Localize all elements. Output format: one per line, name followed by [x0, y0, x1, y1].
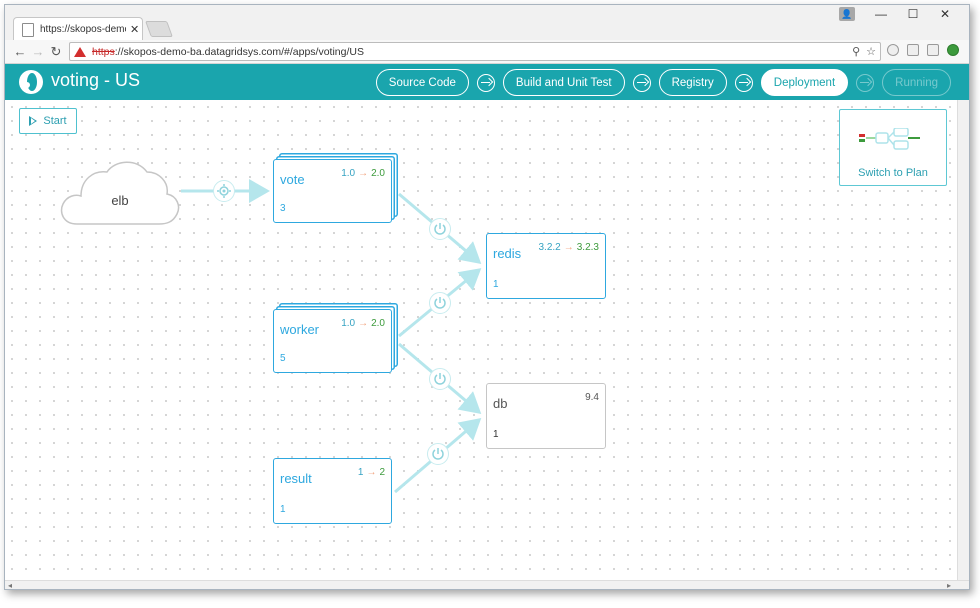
pipeline-stages: Source Code Build and Unit Test Registry…: [375, 69, 951, 96]
elb-label: elb: [111, 193, 129, 208]
window-controls: 👤 — ☐ ✕: [839, 7, 961, 21]
tab-close-icon[interactable]: ✕: [130, 24, 140, 36]
tab-title: https://skopos-demo-ba: [40, 24, 126, 35]
node-result[interactable]: result 1→2 1: [273, 458, 392, 524]
app-title: voting - US: [51, 70, 141, 90]
address-bar[interactable]: https ://skopos-demo-ba.datagridsys.com/…: [69, 42, 881, 61]
arrow-right-icon: [476, 73, 495, 92]
arrow-right-icon: [632, 73, 651, 92]
forward-icon[interactable]: →: [31, 44, 45, 59]
stage-build-and-unit-test[interactable]: Build and Unit Test: [502, 69, 625, 96]
version-arrow-icon: →: [358, 318, 369, 329]
close-window-button[interactable]: ✕: [939, 7, 951, 21]
back-icon[interactable]: ←: [13, 44, 27, 59]
browser-window: https://skopos-demo-ba ✕ 👤 — ☐ ✕ ← → ↻ h…: [4, 4, 970, 590]
stage-source-code[interactable]: Source Code: [375, 69, 469, 96]
version-new: 2.0: [371, 168, 385, 179]
version-new: 2.0: [371, 318, 385, 329]
version-change: 1→2: [358, 467, 385, 478]
minimize-button[interactable]: —: [875, 7, 887, 21]
stage-registry[interactable]: Registry: [658, 69, 727, 96]
logo-icon: [19, 70, 43, 94]
key-icon[interactable]: ⚲: [852, 46, 861, 58]
node-name: redis: [493, 246, 522, 261]
scroll-left-icon[interactable]: ◂: [8, 581, 13, 590]
node-name: worker: [280, 322, 320, 337]
extension-icon[interactable]: [887, 44, 899, 56]
node-db[interactable]: db 9.4 1: [486, 383, 606, 449]
version-change: 1.0→2.0: [341, 318, 385, 329]
arrow-right-icon: [734, 73, 753, 92]
vertical-scrollbar[interactable]: [957, 100, 969, 580]
app-header: voting - US Source Code Build and Unit T…: [5, 64, 969, 100]
version-arrow-icon: →: [563, 242, 574, 253]
start-button[interactable]: Start: [19, 108, 77, 134]
warning-icon: [74, 46, 86, 57]
switch-to-plan-button[interactable]: Switch to Plan: [839, 109, 947, 186]
url-scheme: https: [92, 45, 115, 58]
node-vote[interactable]: vote 1.0→2.0 3: [273, 159, 392, 223]
scroll-right-icon[interactable]: ▸: [946, 581, 951, 590]
maximize-button[interactable]: ☐: [907, 7, 919, 21]
instance-count: 1: [280, 504, 286, 515]
instance-count: 1: [493, 279, 499, 290]
url-text: ://skopos-demo-ba.datagridsys.com/#/apps…: [114, 45, 364, 58]
extension-icon[interactable]: [947, 44, 959, 56]
stage-running[interactable]: Running: [882, 69, 951, 96]
new-tab-button[interactable]: [145, 21, 173, 37]
arrow-right-icon: [856, 73, 875, 92]
power-toggle-icon[interactable]: [429, 292, 451, 314]
extensions: [887, 44, 959, 56]
settings-gear-icon[interactable]: [213, 180, 235, 202]
instance-count: 3: [280, 203, 286, 214]
version-arrow-icon: →: [366, 467, 377, 478]
power-toggle-icon[interactable]: [429, 368, 451, 390]
version-label: 9.4: [585, 392, 599, 403]
version-arrow-icon: →: [358, 168, 369, 179]
extension-icon[interactable]: [927, 44, 939, 56]
plan-icon: [859, 128, 920, 150]
profile-icon[interactable]: 👤: [839, 7, 855, 21]
page-icon: [22, 22, 34, 37]
start-label: Start: [43, 115, 67, 127]
version-change: 3.2.2→3.2.3: [539, 242, 600, 253]
browser-toolbar: ← → ↻ https ://skopos-demo-ba.datagridsy…: [5, 40, 969, 64]
node-name: result: [280, 471, 312, 486]
node-redis[interactable]: redis 3.2.2→3.2.3 1: [486, 233, 606, 299]
version-change: 1.0→2.0: [341, 168, 385, 179]
version-old: 1.0: [341, 168, 356, 179]
extension-icon[interactable]: [907, 44, 919, 56]
reload-icon[interactable]: ↻: [50, 43, 62, 59]
node-name: db: [493, 396, 508, 411]
version-old: 1: [357, 467, 364, 478]
version-old: 3.2.2: [538, 242, 561, 253]
instance-count: 1: [493, 429, 499, 440]
play-icon: [29, 116, 38, 126]
tab-strip: https://skopos-demo-ba ✕ 👤 — ☐ ✕: [5, 5, 969, 41]
version-old: 1.0: [341, 318, 356, 329]
node-worker[interactable]: worker 1.0→2.0 5: [273, 309, 392, 373]
deployment-canvas: Start Switch to Plan elb: [5, 100, 969, 580]
elb-cloud-icon[interactable]: [59, 158, 181, 226]
browser-tab[interactable]: https://skopos-demo-ba ✕: [13, 17, 143, 41]
version-new: 2: [379, 467, 385, 478]
node-name: vote: [280, 172, 305, 187]
power-toggle-icon[interactable]: [429, 218, 451, 240]
switch-to-plan-label: Switch to Plan: [858, 167, 928, 179]
horizontal-scrollbar[interactable]: ◂ ▸: [5, 580, 969, 590]
bookmark-star-icon[interactable]: ☆: [866, 46, 876, 58]
version-current: 9.4: [585, 392, 599, 403]
version-new: 3.2.3: [576, 242, 599, 253]
instance-count: 5: [280, 353, 286, 364]
power-toggle-icon[interactable]: [427, 443, 449, 465]
stage-deployment[interactable]: Deployment: [760, 69, 849, 96]
